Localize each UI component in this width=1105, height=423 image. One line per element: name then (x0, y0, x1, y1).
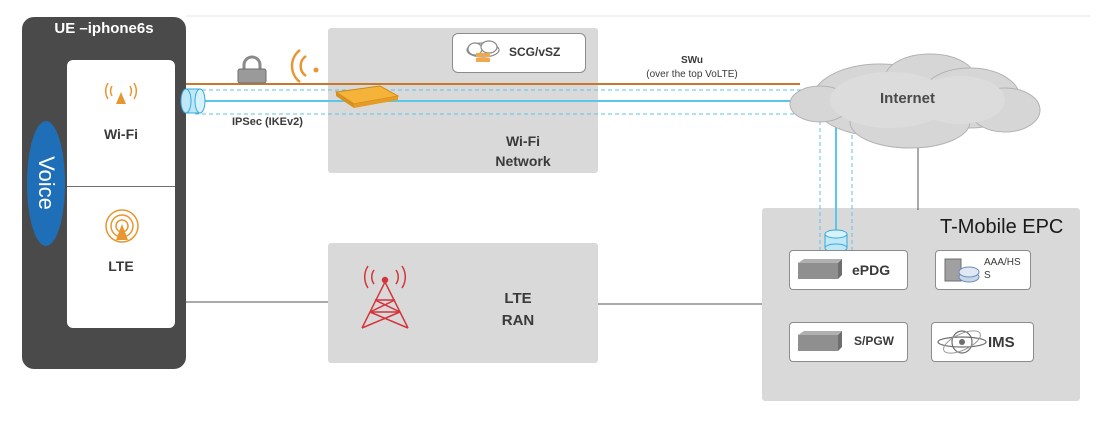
wifi-network-label: Wi-Fi Network (478, 131, 568, 171)
ue-title: UE –iphone6s (54, 20, 154, 37)
tunnel-endpoint-epdg (824, 229, 848, 253)
swu-label-line2: (over the top VoLTE) (646, 69, 738, 80)
ue-lte-label: LTE (108, 258, 134, 274)
spgw-node: S/PGW (789, 322, 908, 362)
aaa-hss-node: AAA/HS S (935, 250, 1031, 290)
spgw-label: S/PGW (854, 334, 895, 348)
ims-label: IMS (988, 334, 1015, 351)
scg-vsz-label: SCG/vSZ (509, 45, 561, 59)
wifi-network-label-line1: Wi-Fi (505, 133, 541, 149)
lte-ran-label: LTE RAN (488, 288, 548, 332)
ue-panel-divider (67, 186, 175, 187)
voice-badge (27, 121, 65, 246)
tunnel-endpoint-ue (180, 88, 206, 114)
scg-vsz-node: SCG/vSZ (452, 33, 586, 73)
spgw-server-icon (798, 331, 842, 351)
ims-icon (937, 330, 987, 354)
lock-icon (237, 55, 267, 84)
epc-title: T-Mobile EPC (940, 216, 1064, 238)
swu-label-line1: SWu (680, 55, 704, 66)
ue-interface-panel (67, 60, 175, 328)
access-point-icon (334, 85, 400, 108)
epdg-node: ePDG (789, 250, 908, 290)
lte-ran-label-line1: LTE (504, 290, 532, 307)
ue-lte-icon (105, 209, 139, 243)
epc-box (762, 208, 1080, 401)
aaa-hss-label-line1: AAA/HS (984, 257, 1021, 268)
internet-label: Internet (880, 90, 936, 107)
wifi-signal-icon (290, 49, 319, 83)
wifi-network-label-line2: Network (495, 153, 551, 169)
ue-wifi-label: Wi-Fi (103, 126, 139, 142)
aaa-server-icon (944, 258, 980, 283)
aaa-hss-label: AAA/HS S (984, 256, 1021, 282)
ue-wifi-icon (104, 82, 138, 104)
aaa-hss-label-line2: S (984, 270, 991, 281)
lte-ran-box (328, 243, 598, 363)
epdg-server-icon (798, 259, 842, 279)
lte-ran-label-line2: RAN (501, 312, 535, 329)
ipsec-tunnel (195, 89, 853, 252)
lte-tower-icon (361, 265, 409, 329)
ims-node: IMS (931, 322, 1034, 362)
ipsec-label: IPSec (IKEv2) (232, 116, 303, 128)
epdg-label: ePDG (852, 262, 891, 278)
swu-label: SWu (over the top VoLTE) (612, 54, 772, 82)
cloud-server-icon (466, 40, 500, 62)
